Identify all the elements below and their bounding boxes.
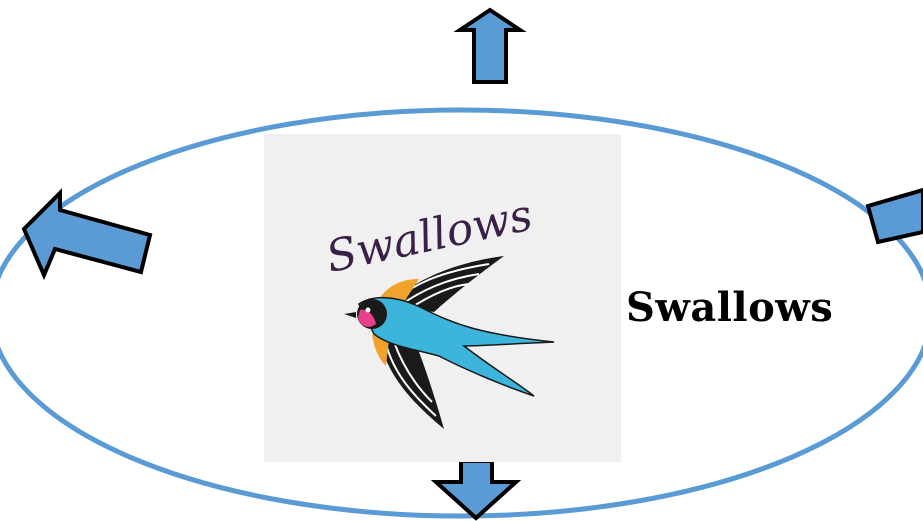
swallows-logo: Swallows <box>264 134 621 462</box>
swallow-bird-icon <box>344 256 555 429</box>
arrow-up-right-icon <box>865 187 923 245</box>
swallows-label: Swallows <box>626 284 834 331</box>
cycle-ellipse <box>0 107 923 519</box>
arrow-up-left-icon <box>21 188 153 281</box>
arrow-down-icon <box>430 459 522 521</box>
arrow-up-icon <box>453 7 527 84</box>
logo-script-text: Swallows <box>322 190 537 283</box>
